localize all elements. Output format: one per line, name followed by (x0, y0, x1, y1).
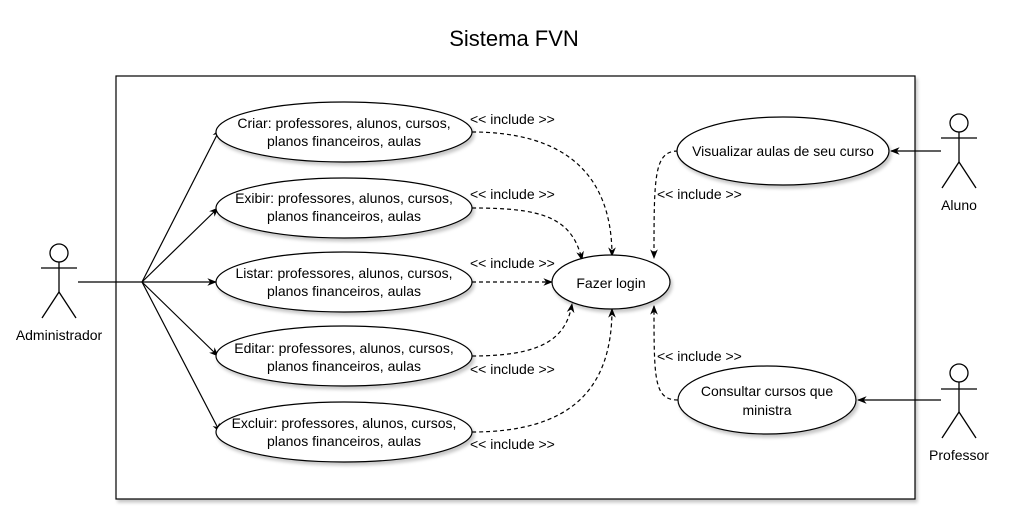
use-case-listar-line1: Listar: professores, alunos, cursos, (235, 265, 452, 281)
use-case-listar[interactable]: Listar: professores, alunos, cursos, pla… (215, 251, 473, 313)
association-criar (141, 128, 221, 283)
actor-administrador-label: Administrador (16, 327, 103, 343)
use-case-visualizar-aulas[interactable]: Visualizar aulas de seu curso (676, 116, 890, 186)
diagram-title: Sistema FVN (449, 26, 579, 51)
actor-aluno[interactable] (941, 113, 977, 189)
include-criar-login (471, 131, 616, 257)
use-case-editar-line1: Editar: professores, alunos, cursos, (234, 340, 453, 356)
use-case-fazer-login-label: Fazer login (576, 275, 645, 291)
use-case-consultar-cursos[interactable]: Consultar cursos que ministra (677, 365, 857, 435)
use-case-excluir-line2: planos financeiros, aulas (267, 433, 421, 449)
use-case-editar-line2: planos financeiros, aulas (267, 358, 421, 374)
actor-aluno-label: Aluno (941, 197, 977, 213)
include-label-visualizar: << include >> (657, 186, 742, 202)
use-case-visualizar-aulas-label: Visualizar aulas de seu curso (692, 143, 874, 159)
include-editar-login (471, 303, 575, 357)
admin-associations (78, 128, 221, 433)
association-editar (141, 281, 219, 357)
use-case-criar[interactable]: Criar: professores, alunos, cursos, plan… (215, 101, 473, 163)
include-label-consultar: << include >> (657, 348, 742, 364)
use-case-exibir[interactable]: Exibir: professores, alunos, cursos, pla… (215, 177, 473, 239)
include-dependencies (471, 131, 679, 433)
include-visualizar-login (650, 150, 679, 259)
use-case-exibir-line2: planos financeiros, aulas (267, 208, 421, 224)
association-exibir (141, 207, 219, 283)
include-label-editar: << include >> (470, 361, 555, 377)
include-exibir-login (471, 207, 584, 261)
include-label-exibir: << include >> (470, 186, 555, 202)
actor-professor-label: Professor (929, 447, 989, 463)
include-consultar-login (650, 305, 679, 401)
use-case-excluir[interactable]: Excluir: professores, alunos, cursos, pl… (215, 401, 473, 463)
use-case-exibir-line1: Exibir: professores, alunos, cursos, (235, 190, 453, 206)
use-case-editar[interactable]: Editar: professores, alunos, cursos, pla… (215, 325, 473, 387)
use-case-consultar-cursos-line1: Consultar cursos que (701, 383, 834, 399)
actor-professor[interactable] (941, 363, 977, 439)
use-case-fazer-login[interactable]: Fazer login (551, 254, 671, 310)
include-excluir-login (471, 308, 616, 433)
use-case-excluir-line1: Excluir: professores, alunos, cursos, (232, 415, 457, 431)
use-case-consultar-cursos-line2: ministra (742, 402, 791, 418)
include-label-excluir: << include >> (470, 436, 555, 452)
use-case-criar-line1: Criar: professores, alunos, cursos, (237, 115, 450, 131)
include-label-criar: << include >> (470, 111, 555, 127)
association-excluir (141, 281, 221, 433)
use-case-listar-line2: planos financeiros, aulas (267, 283, 421, 299)
use-case-criar-line2: planos financeiros, aulas (267, 133, 421, 149)
include-label-listar: << include >> (470, 255, 555, 271)
actor-administrador[interactable] (41, 243, 77, 319)
